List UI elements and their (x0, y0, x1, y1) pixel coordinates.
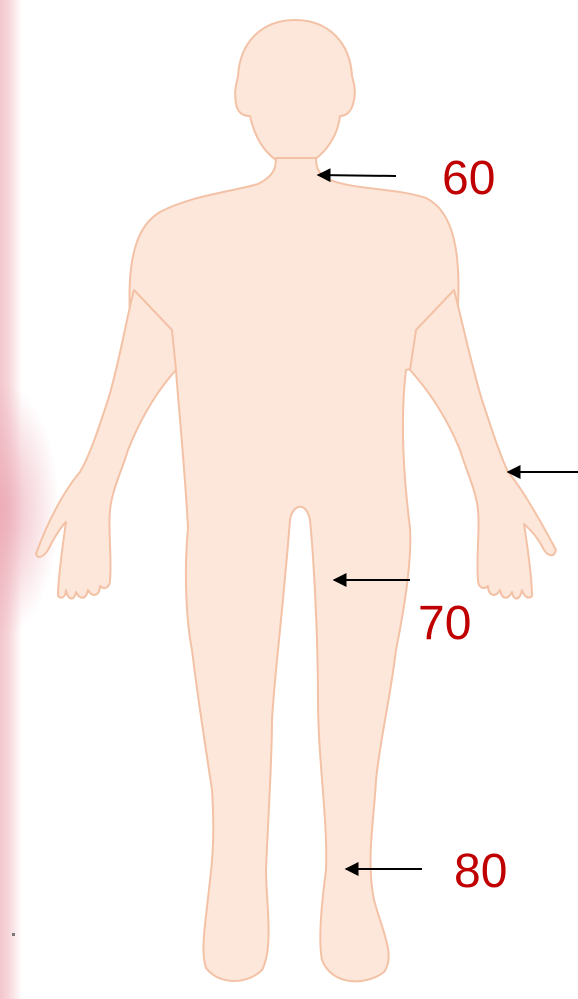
label-calf-value: 80 (454, 848, 507, 896)
right-arm (410, 290, 556, 599)
stray-mark (12, 933, 15, 936)
left-arm (36, 290, 176, 599)
label-neck-value: 60 (442, 155, 495, 203)
head (235, 20, 355, 160)
arrow-neck (318, 175, 396, 176)
label-thigh-value: 70 (418, 600, 471, 648)
torso-legs (129, 158, 458, 981)
